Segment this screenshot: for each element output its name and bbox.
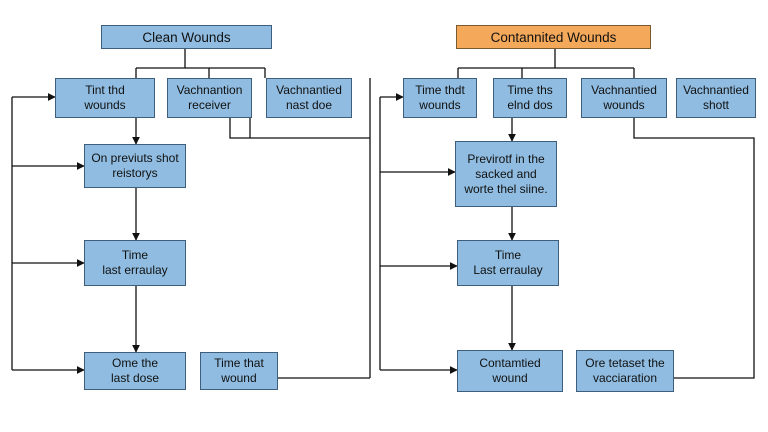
left-return-path bbox=[229, 118, 370, 139]
left-box-time-wound: Time that wound bbox=[200, 352, 278, 390]
right-box-vaccination: Ore tetaset the vacciaration bbox=[576, 350, 674, 392]
left-box-tint-wounds: Tint thd wounds bbox=[55, 78, 155, 118]
right-box-previous-sacked: Previrotf in the sacked and worte thel s… bbox=[455, 141, 557, 207]
right-box-time-wounds: Time thdt wounds bbox=[403, 78, 477, 118]
left-box-time-last: Time last erraulay bbox=[84, 240, 186, 286]
right-box-time-end-dose: Time ths elnd dos bbox=[493, 78, 567, 118]
left-title-clean-wounds: Clean Wounds bbox=[101, 25, 272, 49]
right-box-vachnantied-wounds: Vachnantied wounds bbox=[581, 78, 667, 118]
right-box-time-last: Time Last erraulay bbox=[457, 240, 559, 286]
left-box-last-dose: Ome the last dose bbox=[84, 352, 186, 390]
right-return-path bbox=[633, 118, 755, 379]
right-box-contaminated-wound: Contamtied wound bbox=[457, 350, 563, 392]
left-box-vachnantied-last-dose: Vachnantied nast doe bbox=[266, 78, 352, 118]
right-title-contaminated-wounds: Contannited Wounds bbox=[456, 25, 651, 49]
left-box-vachnantion-receiver: Vachnantion receiver bbox=[167, 78, 252, 118]
right-box-vachnantied-shott: Vachnantied shott bbox=[676, 78, 756, 118]
left-box-previous-shot-history: On previuts shot reistorys bbox=[84, 144, 186, 188]
